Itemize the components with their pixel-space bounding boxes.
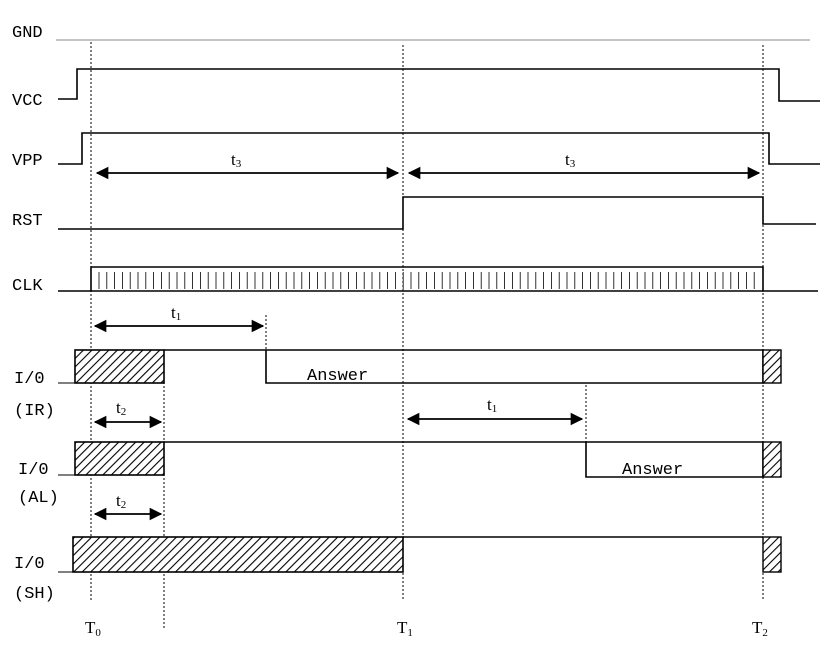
t2-mark: T2: [752, 618, 768, 639]
io-ir-waveform: [58, 349, 782, 384]
t3-first-label: t3: [231, 150, 242, 170]
io-ir-mode-label: (IR): [14, 402, 55, 421]
rst-waveform: [58, 196, 816, 230]
io-al-label: I/0: [18, 461, 49, 480]
clk-waveform: [58, 266, 818, 292]
vcc-label: VCC: [12, 92, 43, 111]
vpp-waveform: [58, 132, 820, 165]
t3-second-label: t3: [565, 150, 576, 170]
t2-al-label: t2: [116, 491, 126, 511]
io-sh-mode-label: (SH): [14, 585, 55, 604]
rst-label: RST: [12, 212, 43, 231]
t1-ir-label: t1: [171, 303, 181, 323]
t0-mark: T0: [85, 618, 101, 639]
t2-ir-label: t2: [116, 398, 126, 418]
t1-al-label: t1: [487, 395, 497, 415]
vpp-label: VPP: [12, 152, 43, 171]
ir-answer-label: Answer: [307, 367, 368, 386]
gnd-label: GND: [12, 24, 43, 43]
io-al-mode-label: (AL): [18, 489, 59, 508]
io-sh-waveform: [58, 536, 782, 573]
io-al-waveform: [58, 441, 782, 478]
al-answer-label: Answer: [622, 461, 683, 480]
io-ir-label: I/0: [14, 370, 45, 389]
io-sh-label: I/0: [14, 555, 45, 574]
t1-mark: T1: [397, 618, 413, 639]
clk-label: CLK: [12, 277, 43, 296]
vcc-waveform: [58, 68, 820, 102]
